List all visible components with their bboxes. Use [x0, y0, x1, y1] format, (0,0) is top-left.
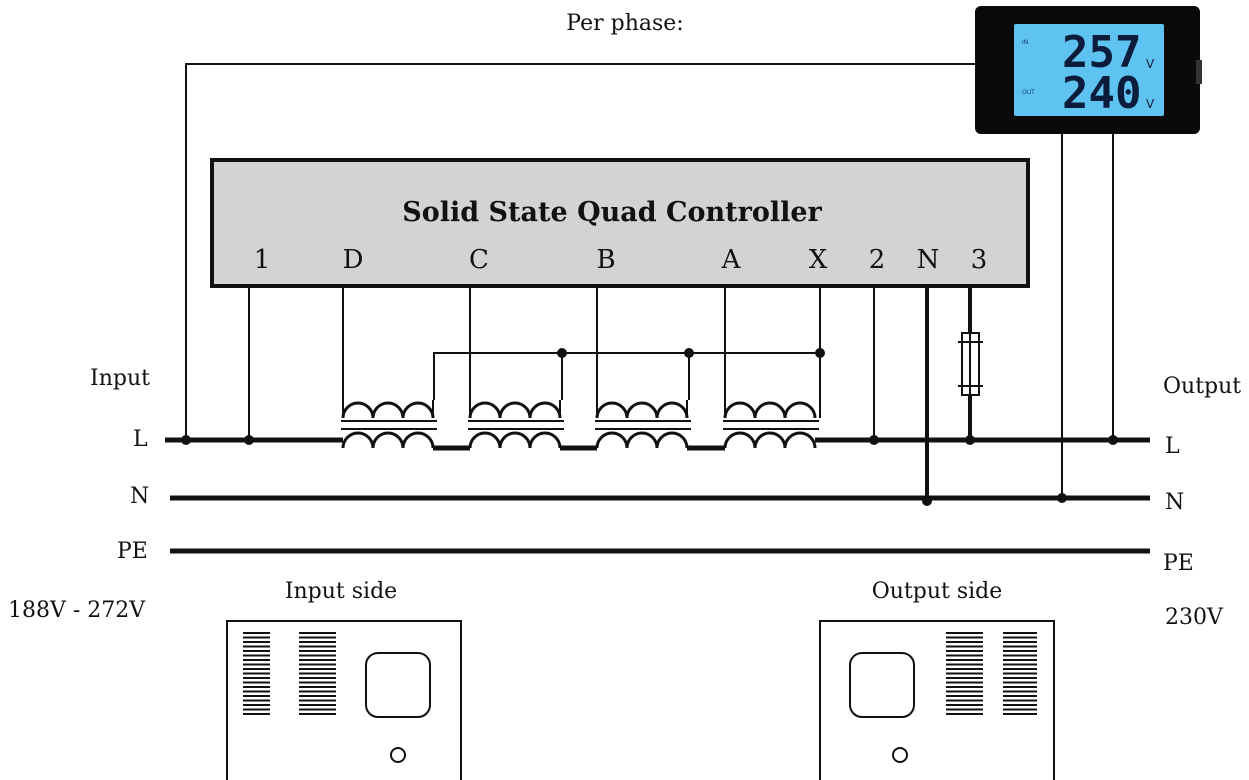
junction-dots	[181, 348, 1118, 506]
input-voltage: 188V - 272V	[8, 598, 146, 623]
terminal-2: 2	[869, 245, 886, 275]
digital-voltmeter: IN OUT 257 V 240 V	[975, 6, 1202, 134]
terminal-b: B	[596, 245, 615, 275]
output-cabinet-vents	[946, 632, 1037, 715]
input-cabinet-lock	[390, 747, 406, 763]
controller-box: Solid State Quad Controller 1 D C B A X …	[210, 158, 1030, 288]
right-l-label: L	[1165, 434, 1180, 459]
controller-title: Solid State Quad Controller	[402, 197, 822, 228]
terminal-c: C	[469, 245, 489, 275]
input-cabinet-vents	[243, 632, 336, 715]
meter-output-unit: V	[1146, 97, 1155, 111]
output-heading: Output	[1163, 374, 1241, 399]
per-phase-label: Per phase:	[566, 11, 683, 36]
left-n-label: N	[130, 484, 149, 509]
input-side-label: Input side	[285, 579, 397, 604]
input-cabinet-window	[365, 652, 431, 718]
meter-input-reading: 257	[1062, 27, 1141, 78]
bus-lines	[165, 437, 1150, 554]
fuse	[958, 286, 983, 440]
right-pe-label: PE	[1163, 551, 1194, 576]
output-cabinet-window	[849, 652, 915, 718]
meter-input-unit: V	[1146, 57, 1155, 71]
controller-body	[210, 158, 1030, 288]
meter-input-wire	[185, 63, 975, 440]
terminal-x: X	[809, 245, 828, 275]
transformer-c	[468, 400, 564, 449]
output-side-label: Output side	[872, 579, 1003, 604]
transformer-d	[341, 400, 437, 449]
terminal-n: N	[917, 245, 940, 275]
left-pe-label: PE	[117, 539, 148, 564]
output-side-cabinet	[819, 620, 1055, 780]
terminal-1: 1	[254, 245, 271, 275]
meter-screen	[1014, 24, 1164, 116]
terminal-a: A	[721, 245, 742, 275]
transformers	[341, 400, 821, 449]
transformer-a	[723, 400, 821, 449]
meter-out-label: OUT	[1022, 89, 1035, 96]
meter-in-label: IN	[1022, 39, 1028, 46]
output-cabinet-lock	[892, 747, 908, 763]
input-heading: Input	[90, 366, 150, 391]
right-n-label: N	[1165, 490, 1184, 515]
input-side-cabinet	[226, 620, 462, 780]
terminal-3: 3	[971, 245, 988, 275]
transformer-b	[595, 400, 691, 449]
output-voltage: 230V	[1165, 605, 1224, 630]
meter-output-reading: 240	[1062, 68, 1141, 119]
left-l-label: L	[133, 427, 148, 452]
terminal-d: D	[343, 245, 364, 275]
